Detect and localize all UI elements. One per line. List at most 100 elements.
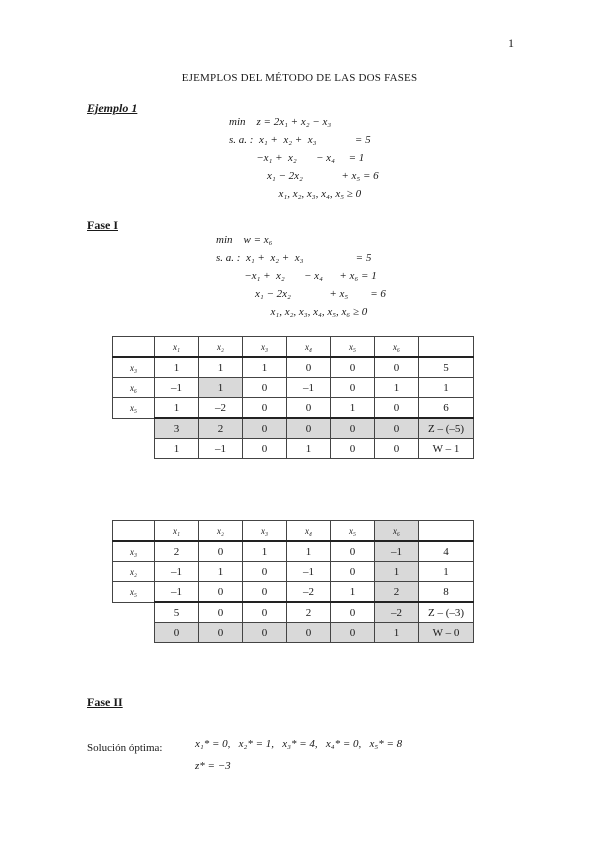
table-cell: –2 — [286, 581, 331, 603]
table-cell: 0 — [242, 377, 287, 398]
table-row: x₃ 1 1 1 0 0 0 5 — [112, 356, 474, 378]
tableau-header-row: x₁ x₂ x₃ x₄ x₅ x₆ — [112, 336, 474, 358]
example-constraint-1: s. a. : x₁ + x₂ + x₃ = 5 — [229, 134, 371, 146]
table-cell: 0 — [154, 622, 199, 643]
corner-cell — [112, 520, 155, 542]
pivot-cell: 1 — [198, 377, 243, 398]
corner-cell — [112, 336, 155, 358]
table-row: x₂ –1 1 0 –1 0 1 1 — [112, 561, 474, 582]
header-cell: x₄ — [286, 336, 331, 358]
table-cell: 0 — [330, 377, 375, 398]
table-cell: 4 — [418, 540, 474, 562]
header-cell — [418, 520, 474, 542]
table-cell: –2 — [198, 397, 243, 419]
table-cell: –1 — [286, 377, 331, 398]
phase1-nonnegativity: x₁, x₂, x₃, x₄, x₅, x₆ ≥ 0 — [254, 306, 368, 318]
phase2-heading: Fase II — [87, 695, 123, 709]
table-cell: 1 — [198, 356, 243, 378]
header-cell: x₁ — [154, 520, 199, 542]
table-cell: –1 — [286, 561, 331, 582]
table-cell: 1 — [286, 438, 331, 459]
tableau-2: x₁ x₂ x₃ x₄ x₅ x₆ x₃ 2 0 1 1 0 –1 4 x₂ –… — [112, 520, 474, 643]
table-cell: 6 — [418, 397, 474, 419]
table-cell: 2 — [198, 417, 243, 439]
table-cell: 1 — [198, 561, 243, 582]
table-cell: –1 — [198, 438, 243, 459]
table-cell: 1 — [286, 540, 331, 562]
table-cell: 0 — [198, 622, 243, 643]
table-cell: 1 — [154, 438, 199, 459]
phase1-constraint-3: x₁ − 2x₂ + x₅ = 6 — [244, 288, 386, 300]
example-nonnegativity: x₁, x₂, x₃, x₄, x₅ ≥ 0 — [262, 188, 362, 200]
table-cell: 1 — [374, 377, 419, 398]
table-cell: 1 — [330, 581, 375, 603]
table-cell: 0 — [286, 622, 331, 643]
header-cell: x₂ — [198, 520, 243, 542]
table-cell: 0 — [374, 417, 419, 439]
row-label: x₅ — [112, 397, 155, 419]
example-constraint-3: x₁ − 2x₂ + x₅ = 6 — [256, 170, 379, 182]
empty-cell — [113, 602, 155, 623]
table-cell: –1 — [154, 581, 199, 603]
table-cell: 1 — [154, 356, 199, 378]
table-cell: 1 — [418, 561, 474, 582]
document-title: EJEMPLOS DEL MÉTODO DE LAS DOS FASES — [181, 72, 418, 84]
table-cell: W – 0 — [418, 622, 474, 643]
table-cell: 0 — [242, 397, 287, 419]
empty-cell — [113, 439, 155, 459]
empty-cell — [113, 418, 155, 439]
z-row: 3 2 0 0 0 0 Z – (–5) — [113, 417, 474, 439]
phase1-objective: min w = x₆ — [216, 234, 273, 246]
table-cell: 3 — [154, 417, 199, 439]
table-cell: 1 — [374, 622, 419, 643]
tableau-header-row: x₁ x₂ x₃ x₄ x₅ x₆ — [112, 520, 474, 542]
header-cell: x₂ — [198, 336, 243, 358]
header-cell: x₆ — [374, 336, 419, 358]
table-cell: 1 — [374, 561, 419, 582]
table-cell: 0 — [330, 417, 375, 439]
header-cell: x₅ — [330, 336, 375, 358]
table-cell: 1 — [330, 397, 375, 419]
header-cell: x₅ — [330, 520, 375, 542]
header-cell: x₃ — [242, 520, 287, 542]
header-cell: x₄ — [286, 520, 331, 542]
table-cell: 8 — [418, 581, 474, 603]
table-row: x₃ 2 0 1 1 0 –1 4 — [112, 540, 474, 562]
table-cell: W – 1 — [418, 438, 474, 459]
table-cell: 0 — [286, 356, 331, 378]
table-cell: 0 — [330, 540, 375, 562]
table-cell: –1 — [374, 540, 419, 562]
table-cell: 0 — [330, 438, 375, 459]
example-objective: min z = 2x₁ + x₂ − x₃ — [229, 116, 332, 128]
table-cell: 1 — [242, 540, 287, 562]
table-cell: 0 — [286, 397, 331, 419]
solution-objective: z* = −3 — [195, 760, 231, 772]
header-cell: x₆ — [374, 520, 419, 542]
table-row: x₅ 1 –2 0 0 1 0 6 — [112, 397, 474, 419]
example-constraint-2: −x₁ + x₂ − x₄ = 1 — [248, 152, 365, 164]
table-cell: 2 — [374, 581, 419, 603]
row-label: x₃ — [112, 540, 155, 562]
table-row: x₆ –1 1 0 –1 0 1 1 — [112, 377, 474, 398]
table-cell: –1 — [154, 561, 199, 582]
table-cell: 0 — [374, 438, 419, 459]
table-cell: 0 — [242, 581, 287, 603]
solution-values: x₁* = 0, x₂* = 1, x₃* = 4, x₄* = 0, x₅* … — [195, 738, 403, 750]
table-cell: Z – (–3) — [418, 601, 474, 623]
table-cell: 0 — [374, 397, 419, 419]
header-cell — [418, 336, 474, 358]
table-cell: 0 — [198, 601, 243, 623]
table-cell: 5 — [154, 601, 199, 623]
phase1-heading: Fase I — [87, 218, 118, 232]
table-cell: –2 — [374, 601, 419, 623]
table-cell: 0 — [198, 581, 243, 603]
table-cell: 0 — [286, 417, 331, 439]
table-cell: 2 — [286, 601, 331, 623]
table-cell: 2 — [154, 540, 199, 562]
z-row: 5 0 0 2 0 –2 Z – (–3) — [113, 601, 474, 623]
table-cell: 0 — [242, 417, 287, 439]
table-cell: 0 — [374, 356, 419, 378]
table-cell: 0 — [330, 601, 375, 623]
row-label: x₃ — [112, 356, 155, 378]
tableau-1: x₁ x₂ x₃ x₄ x₅ x₆ x₃ 1 1 1 0 0 0 5 x₆ –1… — [112, 336, 474, 459]
